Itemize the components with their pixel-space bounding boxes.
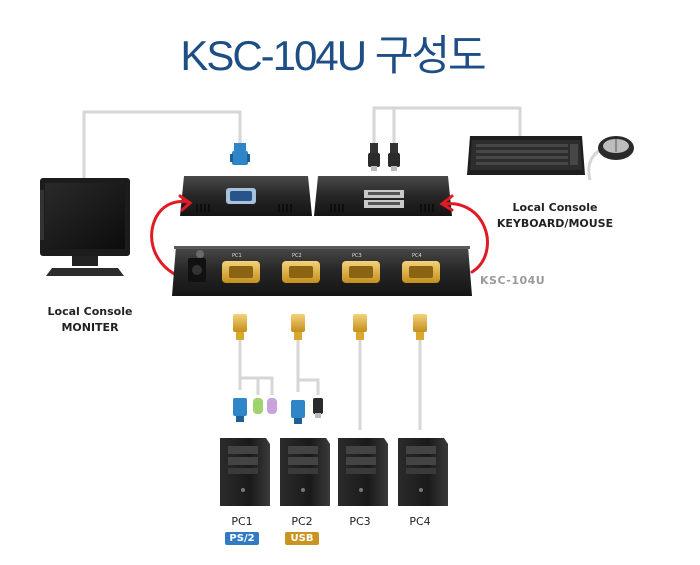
mouse-usb-plug — [388, 143, 400, 171]
cables — [82, 106, 601, 430]
kvm-port-1: PC1 — [222, 253, 260, 283]
pc-label-1: PC1 — [231, 515, 253, 528]
pc2-cable — [296, 340, 320, 395]
pc-tower-1 — [220, 438, 270, 506]
port-label-3: PC3 — [352, 253, 362, 259]
kvm-port-3: PC3 — [342, 253, 380, 283]
port-label-4: PC4 — [412, 253, 422, 259]
pc-tower-3 — [338, 438, 388, 506]
port-label-2: PC2 — [292, 253, 302, 259]
rotation-arrows — [150, 194, 489, 278]
device-model-label: KSC-104U — [480, 274, 546, 287]
pc-label-3: PC3 — [349, 515, 371, 528]
pc-label-2: PC2 — [291, 515, 313, 528]
port-label-1: PC1 — [232, 253, 242, 259]
kvm-port-4: PC4 — [402, 253, 440, 283]
pc1-interface-badge: PS/2 — [225, 532, 259, 545]
pc1-cable — [238, 340, 274, 395]
monitor-label-line1: Local Console — [47, 305, 133, 318]
monitor-illustration — [40, 178, 130, 276]
pc-label-4: PC4 — [409, 515, 431, 528]
keyboard-label-line2: KEYBOARD/MOUSE — [496, 217, 614, 230]
mouse-cable — [392, 108, 601, 181]
pc-vga-plugs — [233, 314, 427, 340]
monitor-vga-plug — [230, 143, 250, 165]
kvm-back-vga-panel — [180, 176, 312, 216]
diagram-title: KSC-104U 구성도 — [180, 32, 486, 79]
pc3-vga-plug — [353, 314, 367, 340]
kvm-back-usb-panel — [314, 176, 452, 216]
kvm-main-unit — [172, 246, 472, 296]
mouse-illustration — [598, 136, 634, 160]
pc-tower-4 — [398, 438, 448, 506]
pc1-vga-plug — [233, 314, 247, 340]
keyboard-label: Local Console KEYBOARD/MOUSE — [485, 200, 625, 232]
pc-tower-2 — [280, 438, 330, 506]
kvm-port-2: PC2 — [282, 253, 320, 283]
pc4-vga-plug — [413, 314, 427, 340]
keyboard-illustration — [467, 136, 585, 175]
pc2-vga-plug — [291, 314, 305, 340]
pc2-connectors — [291, 398, 323, 424]
keyboard-label-line1: Local Console — [512, 201, 598, 214]
keyboard-usb-plug — [368, 143, 380, 171]
left-arrow — [150, 200, 190, 278]
monitor-label: Local Console MONITER — [20, 304, 160, 336]
monitor-cable — [82, 110, 242, 178]
pc1-connectors — [233, 398, 277, 422]
pc2-interface-badge: USB — [285, 532, 319, 545]
monitor-label-line2: MONITER — [61, 321, 119, 334]
keyboard-cable — [372, 106, 522, 160]
right-arrow — [444, 202, 489, 274]
